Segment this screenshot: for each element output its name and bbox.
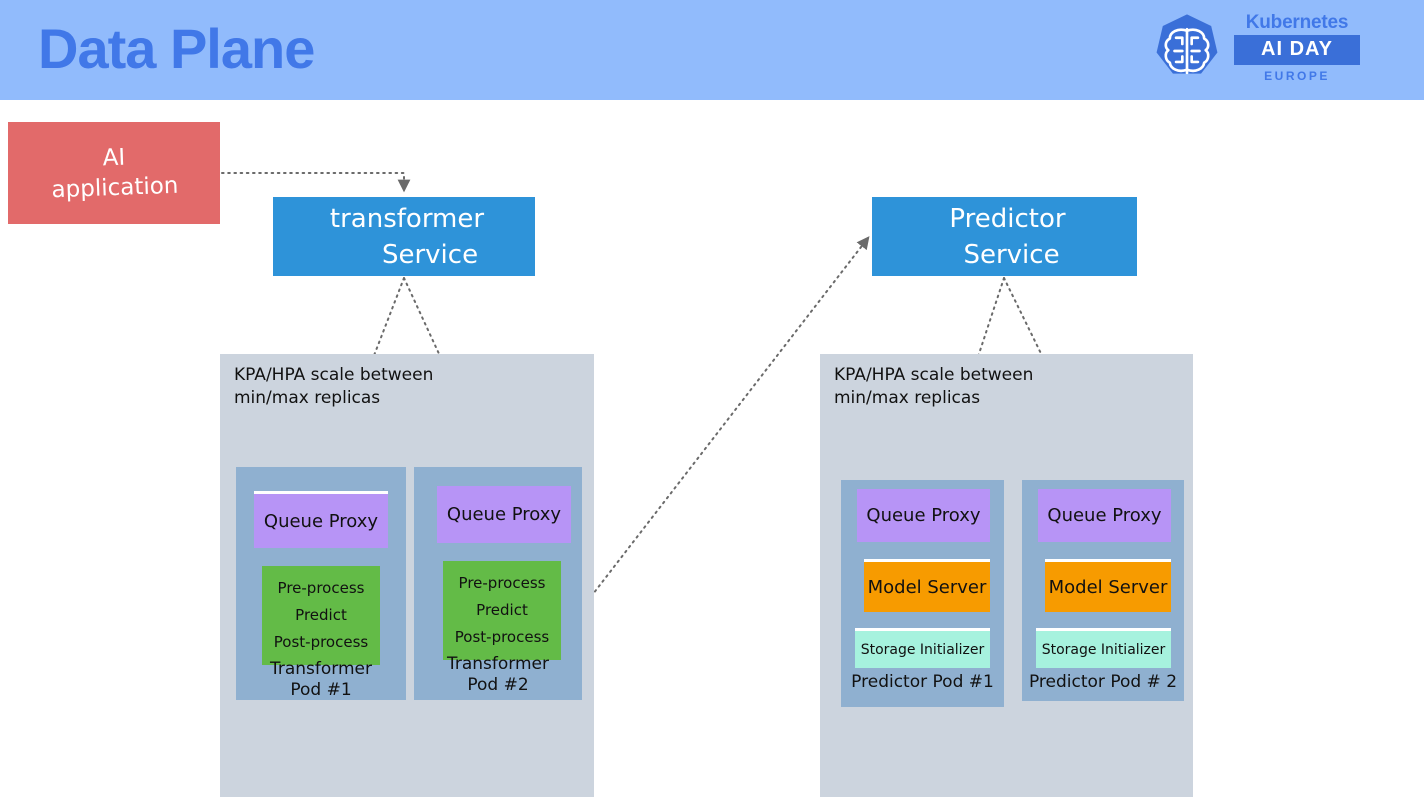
transformer-service-line-2: Service [381,239,479,270]
predictor-pod-2-label-line-1: Predictor Pod # 2 [1028,672,1178,692]
predictor-pod-1-model-server[interactable]: Model Server [864,559,990,612]
transformer-pod-2-logic-line-1: Pre-process [458,574,546,592]
transformer-pod-2-label-line-1: Transformer [446,654,549,674]
kubernetes-brain-icon [1148,12,1226,90]
page-title: Data Plane [38,17,315,80]
predictor-pod-1[interactable]: Queue Proxy Model Server Storage Initial… [841,480,1004,707]
predictor-pod-1-queue-proxy-label: Queue Proxy [866,505,981,526]
transformer-pod-2-queue-proxy-label: Queue Proxy [446,504,562,525]
transformer-pod-1-logic[interactable]: Pre-process Predict Post-process [262,566,380,665]
ai-application-line-2: application [50,172,179,204]
slide-header: Data Plane [0,0,1424,100]
transformer-pod-1-label: Transformer Pod #1 [236,659,406,701]
predictor-pod-2-model-server-label: Model Server [1048,576,1168,598]
transformer-pod-1-label-line-2: Pod #1 [290,680,352,700]
ai-application-line-1: AI [101,144,126,172]
predictor-scale-note-line-2: min/max replicas [834,388,981,408]
transformer-service-label: transformer Service [324,201,484,273]
predictor-service-line-1: Predictor [949,203,1066,234]
logo-line-aiday: AI DAY [1234,35,1360,65]
transformer-scale-note-line-2: min/max replicas [234,388,381,408]
transformer-pod-1-label-line-1: Transformer [269,659,372,679]
event-logo: Kubernetes AI DAY EUROPE [1148,10,1360,90]
transformer-pod-2-queue-proxy[interactable]: Queue Proxy [437,486,571,543]
predictor-pod-1-queue-proxy[interactable]: Queue Proxy [857,489,990,542]
predictor-pod-2-storage-initializer-label: Storage Initializer [1041,641,1166,658]
predictor-pod-2-label: Predictor Pod # 2 [1022,672,1184,693]
transformer-pod-1-queue-proxy-label: Queue Proxy [263,510,379,532]
transformer-pod-1-logic-line-3: Post-process [273,633,369,651]
transformer-pod-2-label: Transformer Pod #2 [414,654,582,696]
transformer-pod-2-logic-line-2: Predict [476,601,528,619]
transformer-service-line-1: transformer [329,203,485,234]
predictor-pod-2-storage-initializer[interactable]: Storage Initializer [1036,628,1171,668]
predictor-pod-2[interactable]: Queue Proxy Model Server Storage Initial… [1022,480,1184,701]
ai-application-label: AI application [50,141,179,205]
connector-ai-app-to-transformer-service [221,172,411,193]
predictor-scale-note: KPA/HPA scale between min/max replicas [834,364,1033,410]
predictor-service-label: Predictor Service [943,201,1065,273]
predictor-pod-1-label: Predictor Pod #1 [841,672,1004,693]
predictor-service-box[interactable]: Predictor Service [872,197,1137,276]
logo-wordmark: Kubernetes AI DAY EUROPE [1234,12,1360,83]
ai-application-box[interactable]: AI application [8,122,220,224]
predictor-pod-1-label-line-1: Predictor Pod #1 [851,672,994,692]
transformer-pod-1-logic-line-1: Pre-process [277,579,365,597]
transformer-pod-2[interactable]: Queue Proxy Pre-process Predict Post-pro… [414,467,582,700]
logo-line-kubernetes: Kubernetes [1245,12,1349,33]
predictor-scale-note-line-1: KPA/HPA scale between [834,365,1034,385]
transformer-pod-2-logic-line-3: Post-process [454,628,550,646]
predictor-service-line-2: Service [963,239,1060,270]
transformer-pod-1-queue-proxy[interactable]: Queue Proxy [254,491,388,548]
predictor-pod-2-queue-proxy[interactable]: Queue Proxy [1038,489,1171,542]
transformer-scale-note: KPA/HPA scale between min/max replicas [234,364,433,410]
predictor-pod-1-storage-initializer-label: Storage Initializer [860,641,985,658]
transformer-pod-1-logic-line-2: Predict [295,606,347,624]
transformer-pod-2-label-line-2: Pod #2 [467,675,529,695]
predictor-pod-2-queue-proxy-label: Queue Proxy [1047,505,1162,526]
transformer-scale-note-line-1: KPA/HPA scale between [234,365,434,385]
predictor-pod-2-model-server[interactable]: Model Server [1045,559,1171,612]
logo-line-europe: EUROPE [1264,69,1330,83]
transformer-service-box[interactable]: transformer Service [273,197,535,276]
predictor-pod-1-storage-initializer[interactable]: Storage Initializer [855,628,990,668]
transformer-pod-1[interactable]: Queue Proxy Pre-process Predict Post-pro… [236,467,406,700]
transformer-pod-2-logic[interactable]: Pre-process Predict Post-process [443,561,561,660]
predictor-pod-1-model-server-label: Model Server [867,576,987,598]
